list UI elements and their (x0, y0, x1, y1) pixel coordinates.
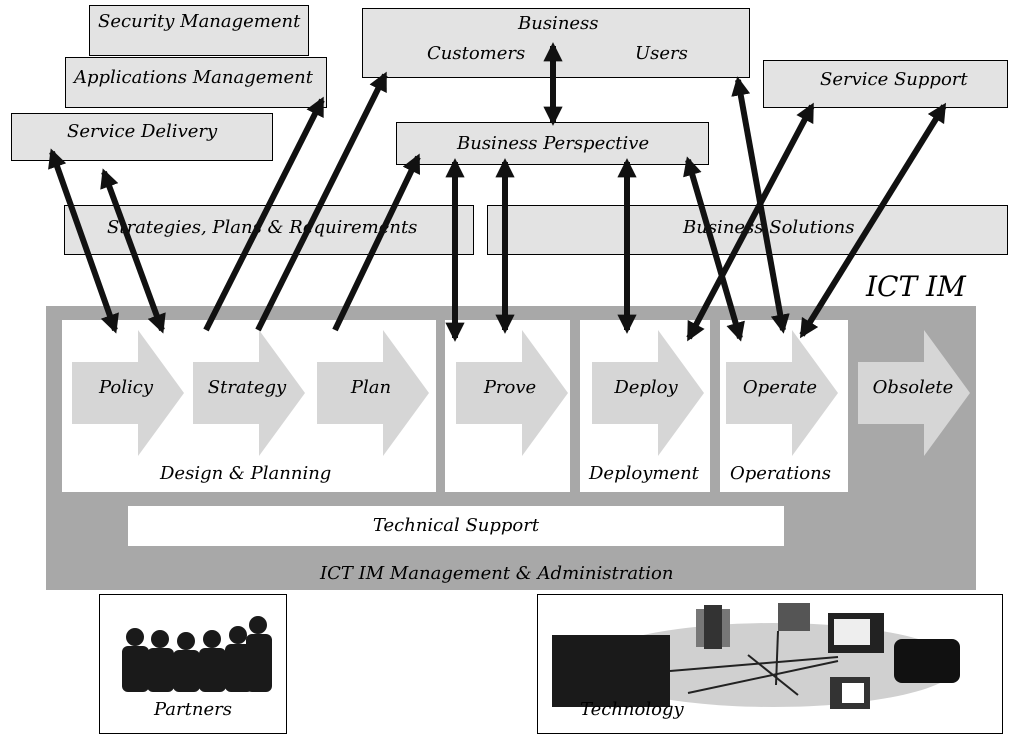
technology-network-image (552, 603, 960, 709)
stage-label: Deploy (614, 377, 678, 398)
stage-label: Obsolete (872, 377, 954, 398)
strategies-plans-label: Strategies, Plans & Requirements (107, 217, 418, 238)
stage-deploy: Deploy (592, 330, 710, 456)
business-solutions-box: Business Solutions (487, 205, 1008, 255)
chevron-arrow-icon (726, 330, 838, 456)
chevron-arrow-icon (193, 330, 305, 456)
customers-label: Customers (427, 43, 526, 64)
stage-plan: Plan (317, 330, 435, 456)
deployment-label: Deployment (589, 463, 699, 484)
chevron-arrow-icon (317, 330, 429, 456)
operations-label: Operations (730, 463, 831, 484)
stage-label: Plan (350, 377, 392, 398)
security-management-box: Security Management (89, 5, 309, 56)
stage-strategy: Strategy (193, 330, 311, 456)
stage-label: Strategy (207, 377, 287, 398)
technology-box: Technology (537, 594, 1003, 734)
partners-people-image (122, 616, 272, 692)
stage-label: Prove (483, 377, 537, 398)
stage-operate: Operate (726, 330, 844, 456)
chevron-arrow-icon (858, 330, 970, 456)
panel-footer: ICT IM Management & Administration (320, 563, 674, 584)
service-support-box: Service Support (763, 60, 1008, 108)
applications-management-box: Applications Management (65, 57, 327, 108)
security-management-label: Security Management (98, 11, 301, 32)
stage-policy: Policy (72, 330, 190, 456)
users-label: Users (635, 43, 688, 64)
ict-im-title: ICT IM (866, 270, 966, 303)
business-perspective-box: Business Perspective (396, 122, 709, 165)
strategies-plans-box: Strategies, Plans & Requirements (64, 205, 474, 255)
business-perspective-label: Business Perspective (457, 133, 650, 154)
stage-prove: Prove (456, 330, 574, 456)
chevron-arrow-icon (72, 330, 184, 456)
stage-label: Operate (742, 377, 818, 398)
arrow-business-strategy (255, 71, 388, 332)
applications-management-label: Applications Management (74, 67, 313, 88)
technical-support-label: Technical Support (372, 515, 540, 536)
chevron-arrow-icon (456, 330, 568, 456)
chevron-arrow-icon (592, 330, 704, 456)
partners-caption: Partners (154, 699, 232, 720)
service-delivery-label: Service Delivery (67, 121, 218, 142)
business-solutions-label: Business Solutions (683, 217, 855, 238)
service-delivery-box: Service Delivery (11, 113, 273, 161)
technology-caption: Technology (580, 699, 684, 720)
partners-box: Partners (99, 594, 287, 734)
stage-obsolete: Obsolete (858, 330, 976, 456)
business-box: Business Customers Users (362, 8, 750, 78)
design-planning-label: Design & Planning (160, 463, 332, 484)
technical-support-bar: Technical Support (128, 506, 784, 546)
service-support-label: Service Support (820, 69, 968, 90)
business-label: Business (518, 13, 599, 34)
stage-label: Policy (99, 377, 153, 398)
